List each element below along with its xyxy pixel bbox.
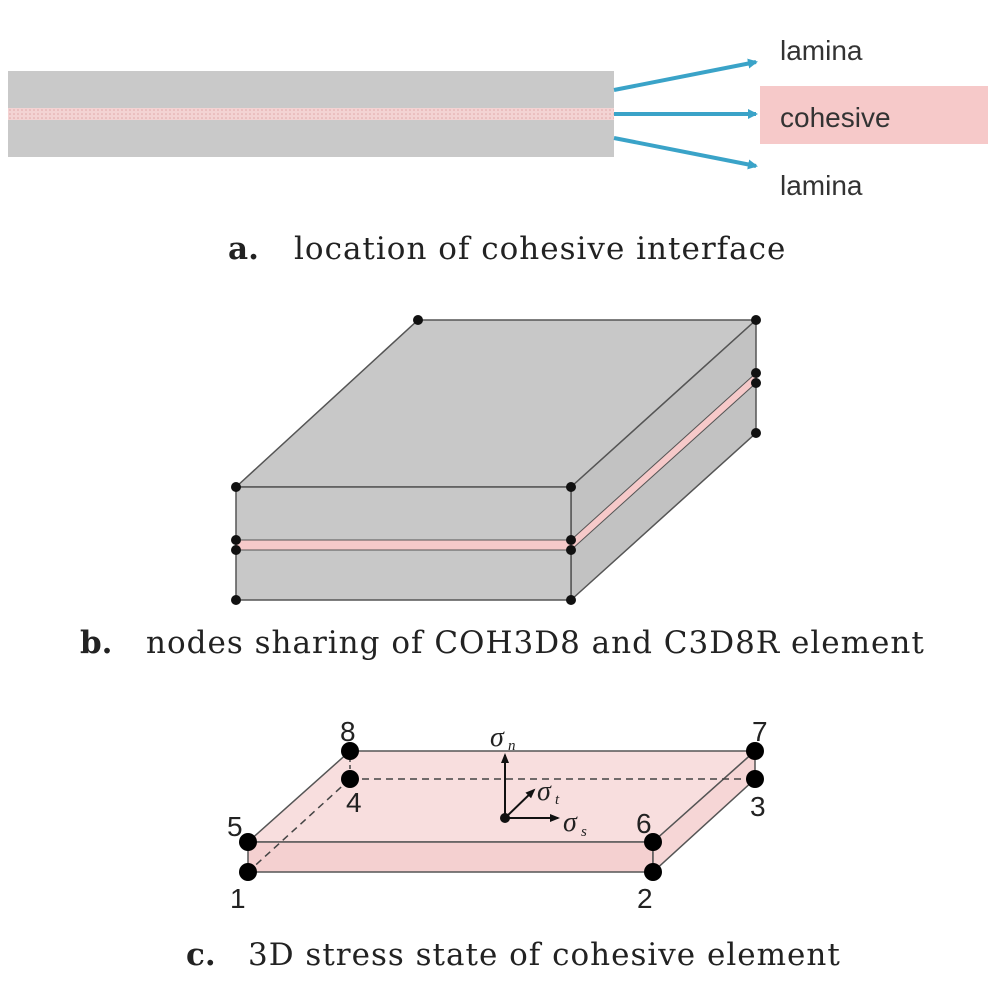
cohesive-layer-front (235, 539, 572, 551)
cohesive-label: cohesive (780, 102, 891, 133)
caption-a-letter: a. (228, 231, 259, 267)
tangential-stress-arrow (504, 788, 536, 819)
node-1 (239, 863, 257, 881)
node-dot (566, 535, 576, 545)
node-dot (231, 482, 241, 492)
panel-b: b. nodes sharing of COH3D8 and C3D8R ele… (80, 315, 925, 661)
node-dot (231, 535, 241, 545)
element-front-face (247, 841, 654, 873)
arrow-bottom (613, 136, 758, 170)
caption-c-letter: c. (186, 937, 216, 973)
node-7 (746, 742, 764, 760)
node-6 (644, 833, 662, 851)
stress-origin (500, 813, 510, 823)
node-dot (751, 368, 761, 378)
node-dot (566, 545, 576, 555)
element-nodes (239, 742, 764, 881)
node-dot (566, 595, 576, 605)
node-label-7: 7 (752, 716, 768, 747)
arrow-top (613, 58, 758, 92)
node-dot (751, 315, 761, 325)
node-label-6: 6 (636, 808, 652, 839)
node-dot (413, 315, 423, 325)
node-8 (341, 742, 359, 760)
panel-c: 1 2 3 4 5 6 7 8 σ n σ t σ s c. 3D stress… (186, 716, 841, 973)
node-dot (231, 545, 241, 555)
block-nodes (231, 315, 761, 605)
lamina-top-label: lamina (780, 35, 863, 66)
node-label-8: 8 (340, 716, 356, 747)
stress-axes (500, 753, 560, 823)
node-dot (751, 378, 761, 388)
panel-a: lamina cohesive lamina a. location of co… (8, 35, 988, 267)
sigma-s-symbol: σ (563, 807, 578, 838)
sigma-s-subscript: s (581, 824, 587, 840)
node-label-5: 5 (227, 811, 243, 842)
node-label-3: 3 (750, 791, 766, 822)
node-dot (231, 595, 241, 605)
caption-b-letter: b. (80, 625, 112, 661)
sigma-t-symbol: σ (537, 776, 552, 807)
caption-a-text: location of cohesive interface (294, 231, 786, 267)
lamina-bottom-label: lamina (780, 170, 863, 201)
node-dot (566, 482, 576, 492)
caption-c-text: 3D stress state of cohesive element (248, 937, 841, 973)
sigma-t-subscript: t (555, 792, 560, 808)
node-label-2: 2 (637, 883, 653, 914)
node-5 (239, 833, 257, 851)
node-2 (644, 863, 662, 881)
node-dot (751, 428, 761, 438)
node-label-1: 1 (230, 883, 246, 914)
node-4 (341, 770, 359, 788)
node-3 (746, 770, 764, 788)
cohesive-label-box (760, 86, 988, 144)
sigma-n-subscript: n (508, 738, 516, 754)
node-label-4: 4 (346, 787, 362, 818)
sigma-n-symbol: σ (490, 722, 505, 753)
cohesive-layer-strip (8, 108, 614, 120)
caption-b-text: nodes sharing of COH3D8 and C3D8R elemen… (146, 625, 925, 661)
